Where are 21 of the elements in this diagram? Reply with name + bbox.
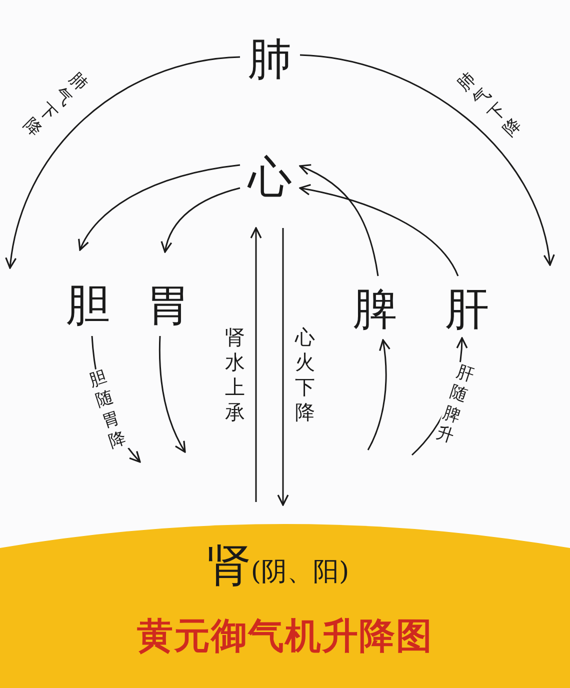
organ-label: 肺 (248, 38, 292, 82)
organ-label: 肾 (206, 540, 251, 591)
arrow (367, 339, 390, 450)
arrow (299, 184, 459, 276)
arrow (277, 228, 289, 506)
organ-label: 胃 (146, 284, 190, 328)
arrow (161, 187, 240, 253)
organ-label: 心 (248, 156, 292, 200)
edge-label: 心火下降 (294, 325, 316, 425)
edge-label: 肾水上承 (224, 325, 246, 425)
arrow (300, 54, 554, 266)
organ-label: 肝 (445, 288, 489, 332)
title: 黄元御气机升降图 (136, 615, 434, 659)
arrow (158, 336, 186, 453)
annotation: (阴、阳) (250, 557, 350, 587)
arrow (78, 164, 240, 251)
arrow (6, 56, 240, 269)
organ-label: 胆 (66, 284, 110, 328)
arrow (299, 164, 379, 276)
arrow (250, 227, 262, 502)
organ-label: 脾 (353, 288, 397, 332)
